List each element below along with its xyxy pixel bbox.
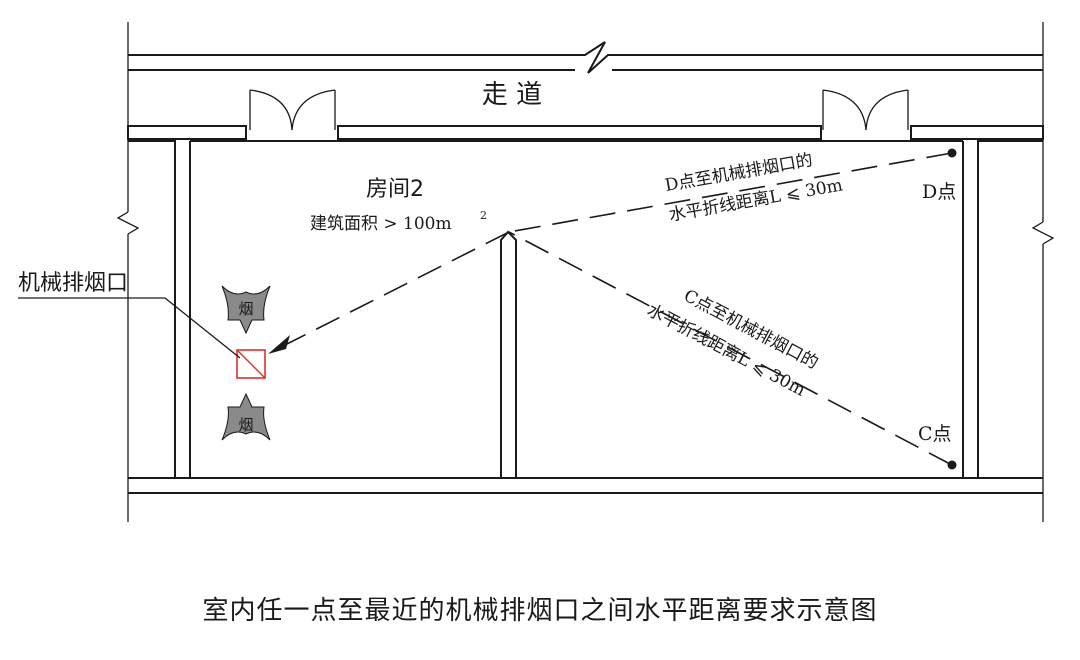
room-area-sup: 2 <box>480 209 487 222</box>
bottom-wall <box>128 477 1043 494</box>
figure-caption: 室内任一点至最近的机械排烟口之间水平距离要求示意图 <box>202 596 878 626</box>
point-d-label: D点 <box>922 181 956 203</box>
distance-path-common <box>268 231 510 354</box>
point-c-label: C点 <box>918 423 952 445</box>
d-distance-label: D点至机械排烟口的 水平折线距离L ⩽ 30m <box>663 150 844 225</box>
point-c-marker <box>947 460 957 470</box>
corridor-top-wall <box>128 41 1043 74</box>
room-name: 房间2 <box>366 177 424 202</box>
distance-path-c <box>508 231 953 466</box>
partition-wall <box>500 230 517 478</box>
corridor-lower-wall <box>127 125 1044 140</box>
building-boundary <box>116 22 1055 522</box>
arrow-head <box>268 335 290 354</box>
room-2 <box>190 140 963 479</box>
c-distance-label: C点至机械排烟口的 水平折线距离L ⩽ 30m <box>644 286 822 401</box>
room-area: 建筑面积 > 100m <box>310 214 452 234</box>
point-d-marker <box>947 148 957 158</box>
svg-text:烟: 烟 <box>238 416 253 434</box>
exhaust-outlet-label: 机械排烟口 <box>18 271 128 296</box>
door-left <box>249 89 336 131</box>
door-right <box>822 89 909 131</box>
outlet-leader <box>18 297 241 359</box>
smoke-icon-top: 烟 <box>221 285 271 335</box>
smoke-icon-bottom: 烟 <box>221 392 271 441</box>
exhaust-outlet <box>236 349 266 379</box>
svg-text:烟: 烟 <box>238 300 253 318</box>
corridor-label: 走 道 <box>482 80 542 110</box>
